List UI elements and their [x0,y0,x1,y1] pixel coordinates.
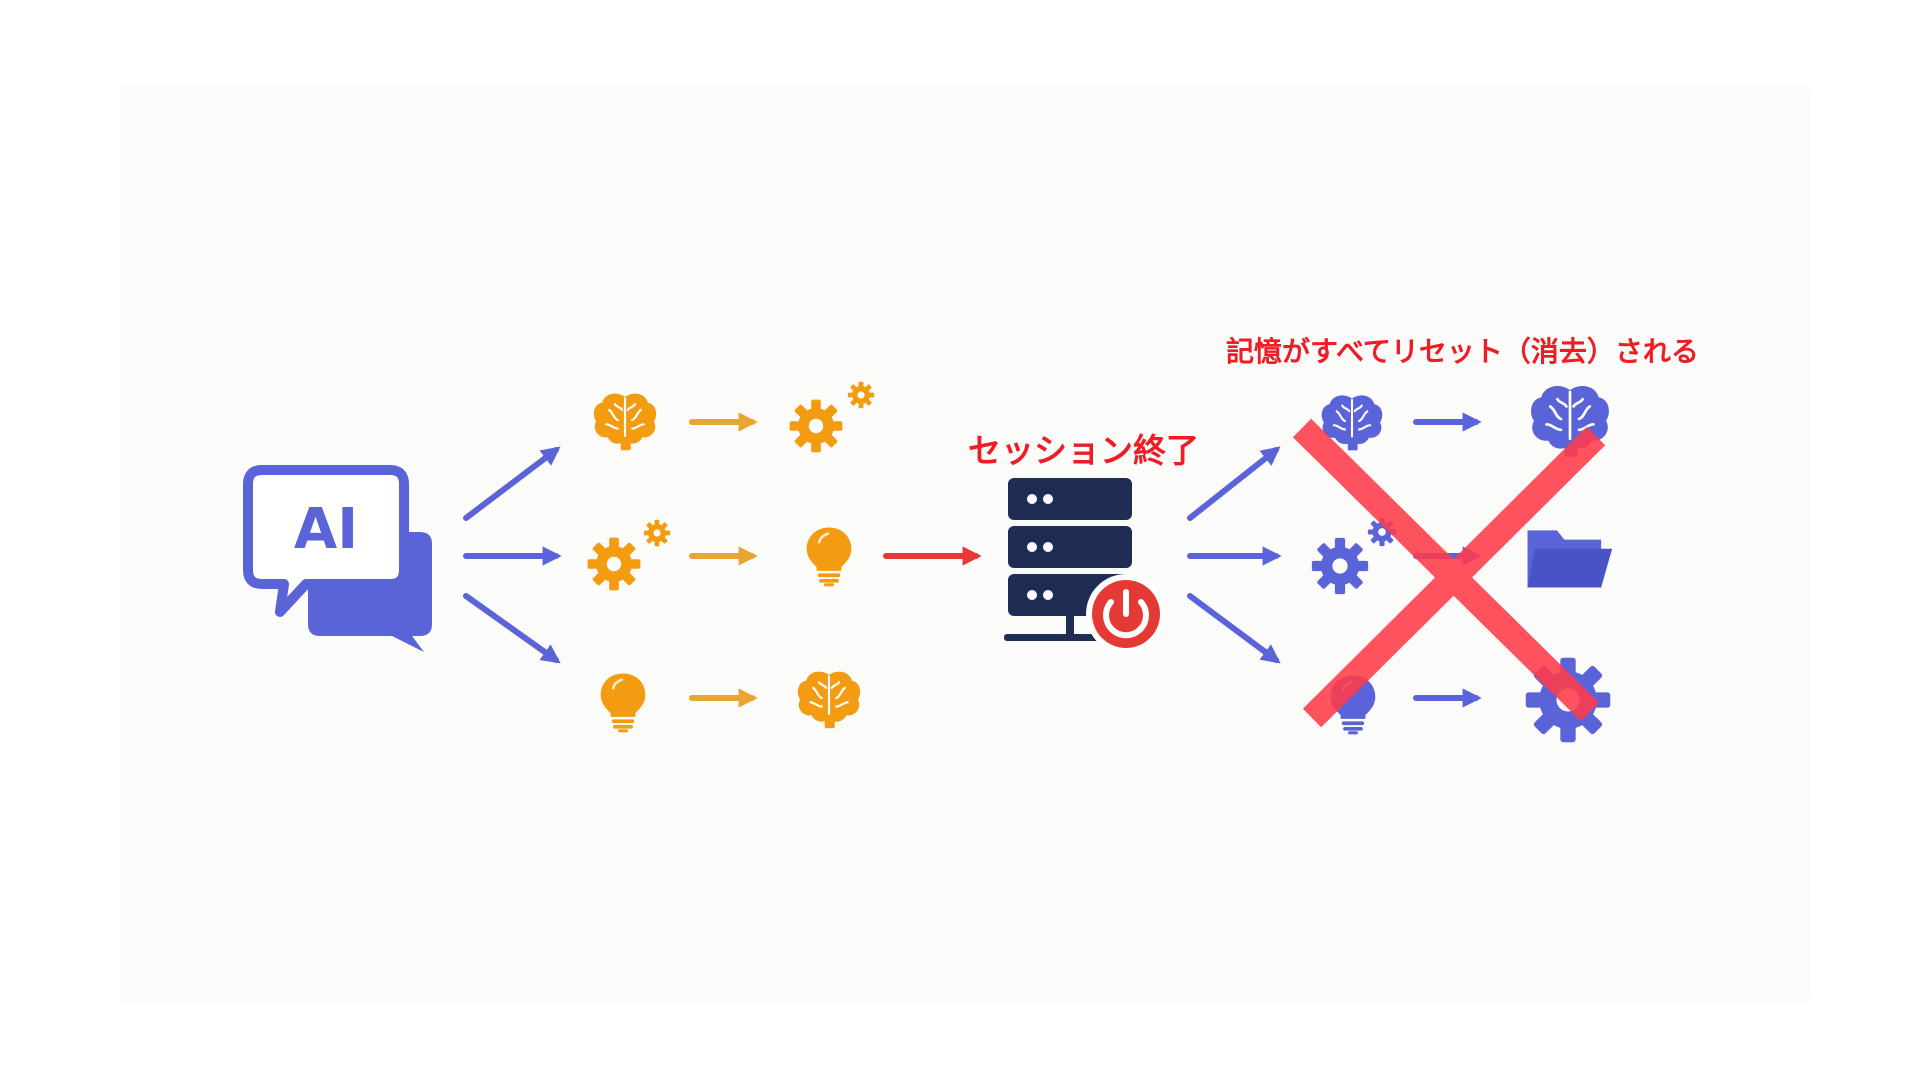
server-power-icon [1004,478,1166,654]
arrow-up-right [463,446,561,521]
gears-icon [789,381,875,453]
lightbulb-icon [804,525,854,589]
brain-icon [796,670,862,730]
lightbulb-icon [598,671,648,735]
red-cross-mark [1292,418,1606,728]
session-end-label: セッション終了 [968,431,1199,470]
chat-bubble-icon: AI [243,465,432,652]
memory-reset-label: 記憶がすべてリセット（消去）される [1226,335,1699,368]
arrow-down-right [463,593,561,664]
brain-icon [592,392,658,452]
arrow-up-right [1187,446,1281,521]
gears-icon [587,519,671,591]
ai-text: AI [294,497,358,562]
arrow-down-right [1187,593,1281,664]
folder-icon [1527,530,1613,588]
gears-icon [1311,517,1397,595]
